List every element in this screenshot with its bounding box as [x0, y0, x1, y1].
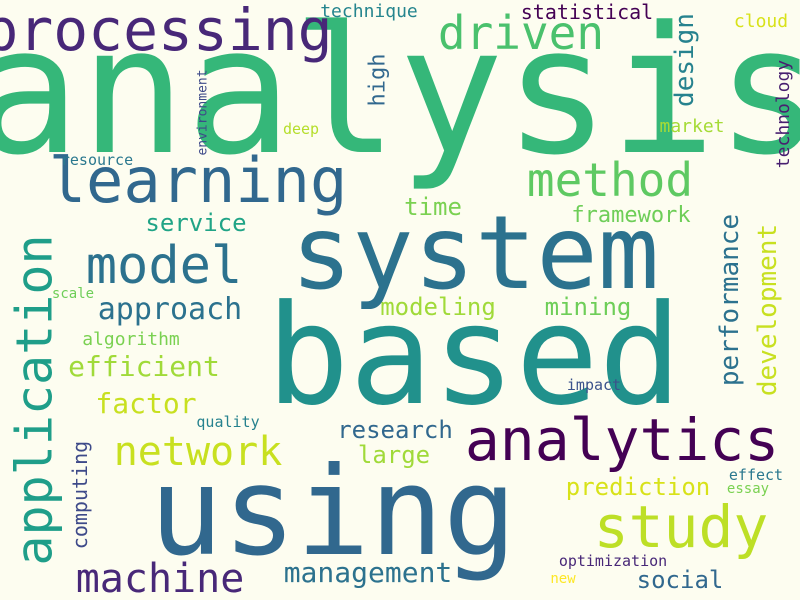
word-using: using: [149, 441, 517, 583]
word-modeling: modeling: [380, 293, 496, 321]
word-deep: deep: [282, 119, 320, 138]
word-mining: mining: [544, 293, 632, 321]
word-management: management: [283, 556, 453, 589]
word-efficient: efficient: [68, 350, 220, 383]
word-model: model: [85, 236, 243, 296]
word-service: service: [145, 209, 247, 237]
word-driven: driven: [437, 6, 605, 60]
word-algorithm: algorithm: [82, 329, 180, 350]
word-design: design: [669, 13, 700, 107]
word-quality: quality: [196, 412, 260, 431]
word-impact: impact: [566, 375, 622, 394]
word-computing: computing: [68, 440, 92, 550]
word-framework: framework: [571, 203, 691, 228]
word-cloud: cloud: [733, 11, 789, 32]
word-development: development: [753, 223, 783, 397]
word-environment: environment: [195, 68, 211, 156]
word-statistical: statistical: [520, 0, 654, 24]
word-network: network: [113, 429, 283, 475]
word-system: system: [290, 194, 660, 313]
word-application: application: [6, 234, 65, 566]
word-time: time: [404, 193, 462, 221]
word-social: social: [636, 566, 724, 594]
word-research: research: [337, 416, 453, 444]
word-learning: learning: [48, 144, 348, 217]
word-resource: resource: [60, 150, 134, 169]
word-essay: essay: [726, 481, 770, 497]
word-machine: machine: [75, 556, 245, 600]
word-optimization: optimization: [558, 551, 668, 570]
word-prediction: prediction: [565, 473, 711, 501]
word-technology: technology: [773, 59, 794, 169]
word-processing: processing: [0, 0, 333, 64]
word-technique: technique: [320, 1, 418, 22]
word-study: study: [593, 493, 769, 561]
word-effect: effect: [728, 465, 784, 484]
word-analytics: analytics: [464, 406, 780, 474]
word-method: method: [526, 153, 694, 207]
word-analysis: analysis: [0, 0, 800, 194]
word-based: based: [266, 275, 682, 436]
word-new: new: [550, 571, 576, 587]
word-market: market: [659, 116, 725, 137]
word-performance: performance: [715, 213, 745, 387]
word-factor: factor: [95, 387, 197, 420]
word-large: large: [357, 441, 431, 469]
word-high: high: [364, 53, 390, 107]
word-scale: scale: [51, 286, 95, 302]
word-approach: approach: [97, 292, 243, 327]
